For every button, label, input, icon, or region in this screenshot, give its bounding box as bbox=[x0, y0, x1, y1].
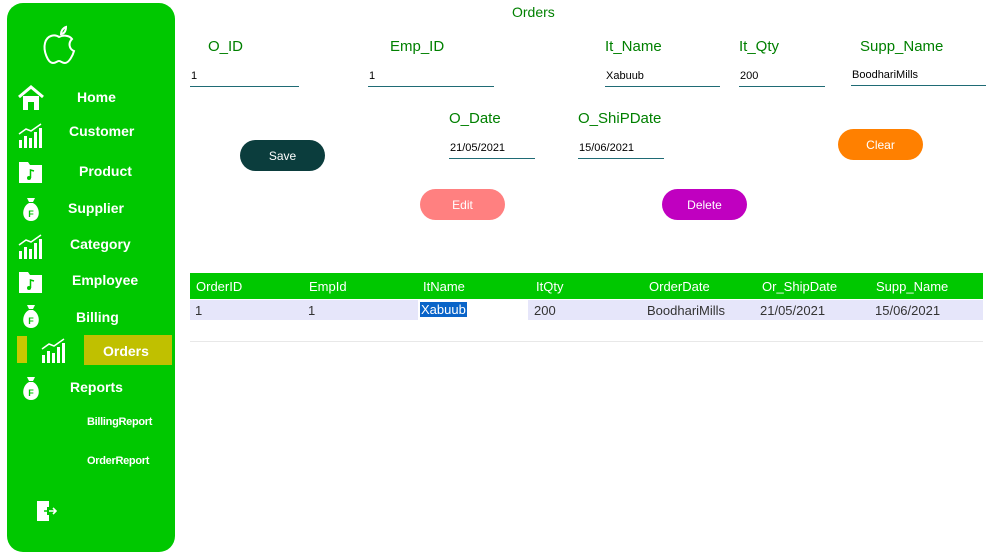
music-folder-icon bbox=[19, 162, 42, 183]
supp-name-input[interactable] bbox=[851, 64, 986, 86]
sidebar-item-label: Customer bbox=[69, 123, 135, 139]
active-nav-highlight bbox=[84, 335, 172, 365]
apple-logo-icon bbox=[43, 25, 76, 65]
column-header-itname[interactable]: ItName bbox=[423, 279, 465, 294]
column-header-itqty[interactable]: ItQty bbox=[536, 279, 564, 294]
grid-cell-selected-text[interactable]: Xabuub bbox=[420, 302, 467, 317]
grid-cell[interactable]: 21/05/2021 bbox=[760, 303, 826, 318]
emp-id-input[interactable] bbox=[368, 65, 494, 87]
it-qty-input[interactable] bbox=[739, 65, 825, 87]
grid-cell[interactable]: 1 bbox=[308, 303, 316, 318]
sidebar-subitem-label: OrderReport bbox=[87, 455, 150, 467]
sidebar-item-label: Orders bbox=[103, 343, 149, 359]
sidebar-subitem-orderreport[interactable]: OrderReport bbox=[67, 443, 175, 481]
sidebar-item-category[interactable]: Category bbox=[7, 231, 175, 261]
edit-button[interactable]: Edit bbox=[420, 189, 505, 220]
money-bag-icon: F bbox=[23, 305, 39, 328]
chart-icon bbox=[18, 123, 42, 148]
grid-cell[interactable]: 15/06/2021 bbox=[875, 303, 941, 318]
sidebar-item-supplier[interactable]: F Supplier bbox=[7, 194, 175, 224]
supp-name-label: Supp_Name bbox=[860, 38, 944, 55]
sidebar-item-label: Employee bbox=[72, 272, 139, 288]
o-id-input[interactable] bbox=[190, 65, 299, 87]
sidebar-item-product[interactable]: Product bbox=[7, 157, 175, 187]
emp-id-label: Emp_ID bbox=[390, 38, 445, 55]
clear-button[interactable]: Clear bbox=[838, 129, 923, 160]
sidebar-item-label: Billing bbox=[76, 309, 119, 325]
money-bag-icon: F bbox=[23, 377, 39, 400]
o-shipdate-label: O_ShiPDate bbox=[578, 110, 662, 127]
sidebar-item-label: Reports bbox=[70, 379, 123, 395]
home-icon bbox=[18, 85, 44, 110]
o-date-input[interactable] bbox=[449, 137, 535, 159]
chart-icon bbox=[18, 234, 42, 259]
svg-text:F: F bbox=[28, 209, 34, 219]
grid-cell[interactable]: 200 bbox=[534, 303, 556, 318]
chart-icon bbox=[41, 338, 65, 363]
sidebar-item-label: Category bbox=[70, 236, 131, 252]
table-row[interactable]: 1 1 Xabuub 200 BoodhariMills 21/05/2021 … bbox=[190, 300, 983, 320]
grid-cell[interactable]: BoodhariMills bbox=[647, 303, 726, 318]
it-name-input[interactable] bbox=[605, 65, 720, 87]
sidebar-item-label: Supplier bbox=[68, 200, 125, 216]
o-id-label: O_ID bbox=[208, 38, 244, 55]
column-header-empid[interactable]: EmpId bbox=[309, 279, 347, 294]
it-name-label: It_Name bbox=[605, 38, 662, 55]
sidebar-item-orders[interactable]: Orders bbox=[7, 335, 175, 365]
column-header-supp-name[interactable]: Supp_Name bbox=[876, 279, 949, 294]
sidebar-item-employee[interactable]: Employee bbox=[7, 267, 175, 297]
grid-cell-editor[interactable]: Xabuub bbox=[418, 300, 528, 320]
o-shipdate-input[interactable] bbox=[578, 137, 664, 159]
o-date-label: O_Date bbox=[449, 110, 501, 127]
grid-header: OrderID EmpId ItName ItQty OrderDate Or_… bbox=[190, 273, 983, 299]
sidebar-item-customer[interactable]: Customer bbox=[7, 120, 175, 150]
sidebar-item-billing[interactable]: F Billing bbox=[7, 301, 175, 331]
grid-bottom-border bbox=[190, 341, 983, 342]
orders-grid[interactable]: OrderID EmpId ItName ItQty OrderDate Or_… bbox=[190, 273, 983, 320]
sidebar-subitem-label: BillingReport bbox=[87, 416, 153, 428]
sidebar-item-home[interactable]: Home bbox=[7, 83, 175, 113]
sidebar-item-label: Home bbox=[77, 89, 116, 105]
logout-icon[interactable] bbox=[35, 500, 57, 522]
delete-button[interactable]: Delete bbox=[662, 189, 747, 220]
column-header-orderdate[interactable]: OrderDate bbox=[649, 279, 710, 294]
save-button[interactable]: Save bbox=[240, 140, 325, 171]
it-qty-label: It_Qty bbox=[739, 38, 780, 55]
sidebar-item-reports[interactable]: F Reports bbox=[7, 373, 175, 403]
sidebar: Home Customer Product F bbox=[7, 3, 175, 552]
grid-cell[interactable]: 1 bbox=[195, 303, 203, 318]
active-nav-marker bbox=[17, 336, 27, 363]
column-header-or-shipdate[interactable]: Or_ShipDate bbox=[762, 279, 838, 294]
svg-text:F: F bbox=[28, 388, 34, 398]
sidebar-item-label: Product bbox=[79, 163, 132, 179]
sidebar-subitem-billingreport[interactable]: BillingReport bbox=[67, 404, 175, 442]
money-bag-icon: F bbox=[23, 198, 39, 221]
music-folder-icon bbox=[19, 272, 42, 293]
column-header-orderid[interactable]: OrderID bbox=[196, 279, 243, 294]
svg-text:F: F bbox=[28, 316, 34, 326]
page-title: Orders bbox=[512, 4, 555, 20]
